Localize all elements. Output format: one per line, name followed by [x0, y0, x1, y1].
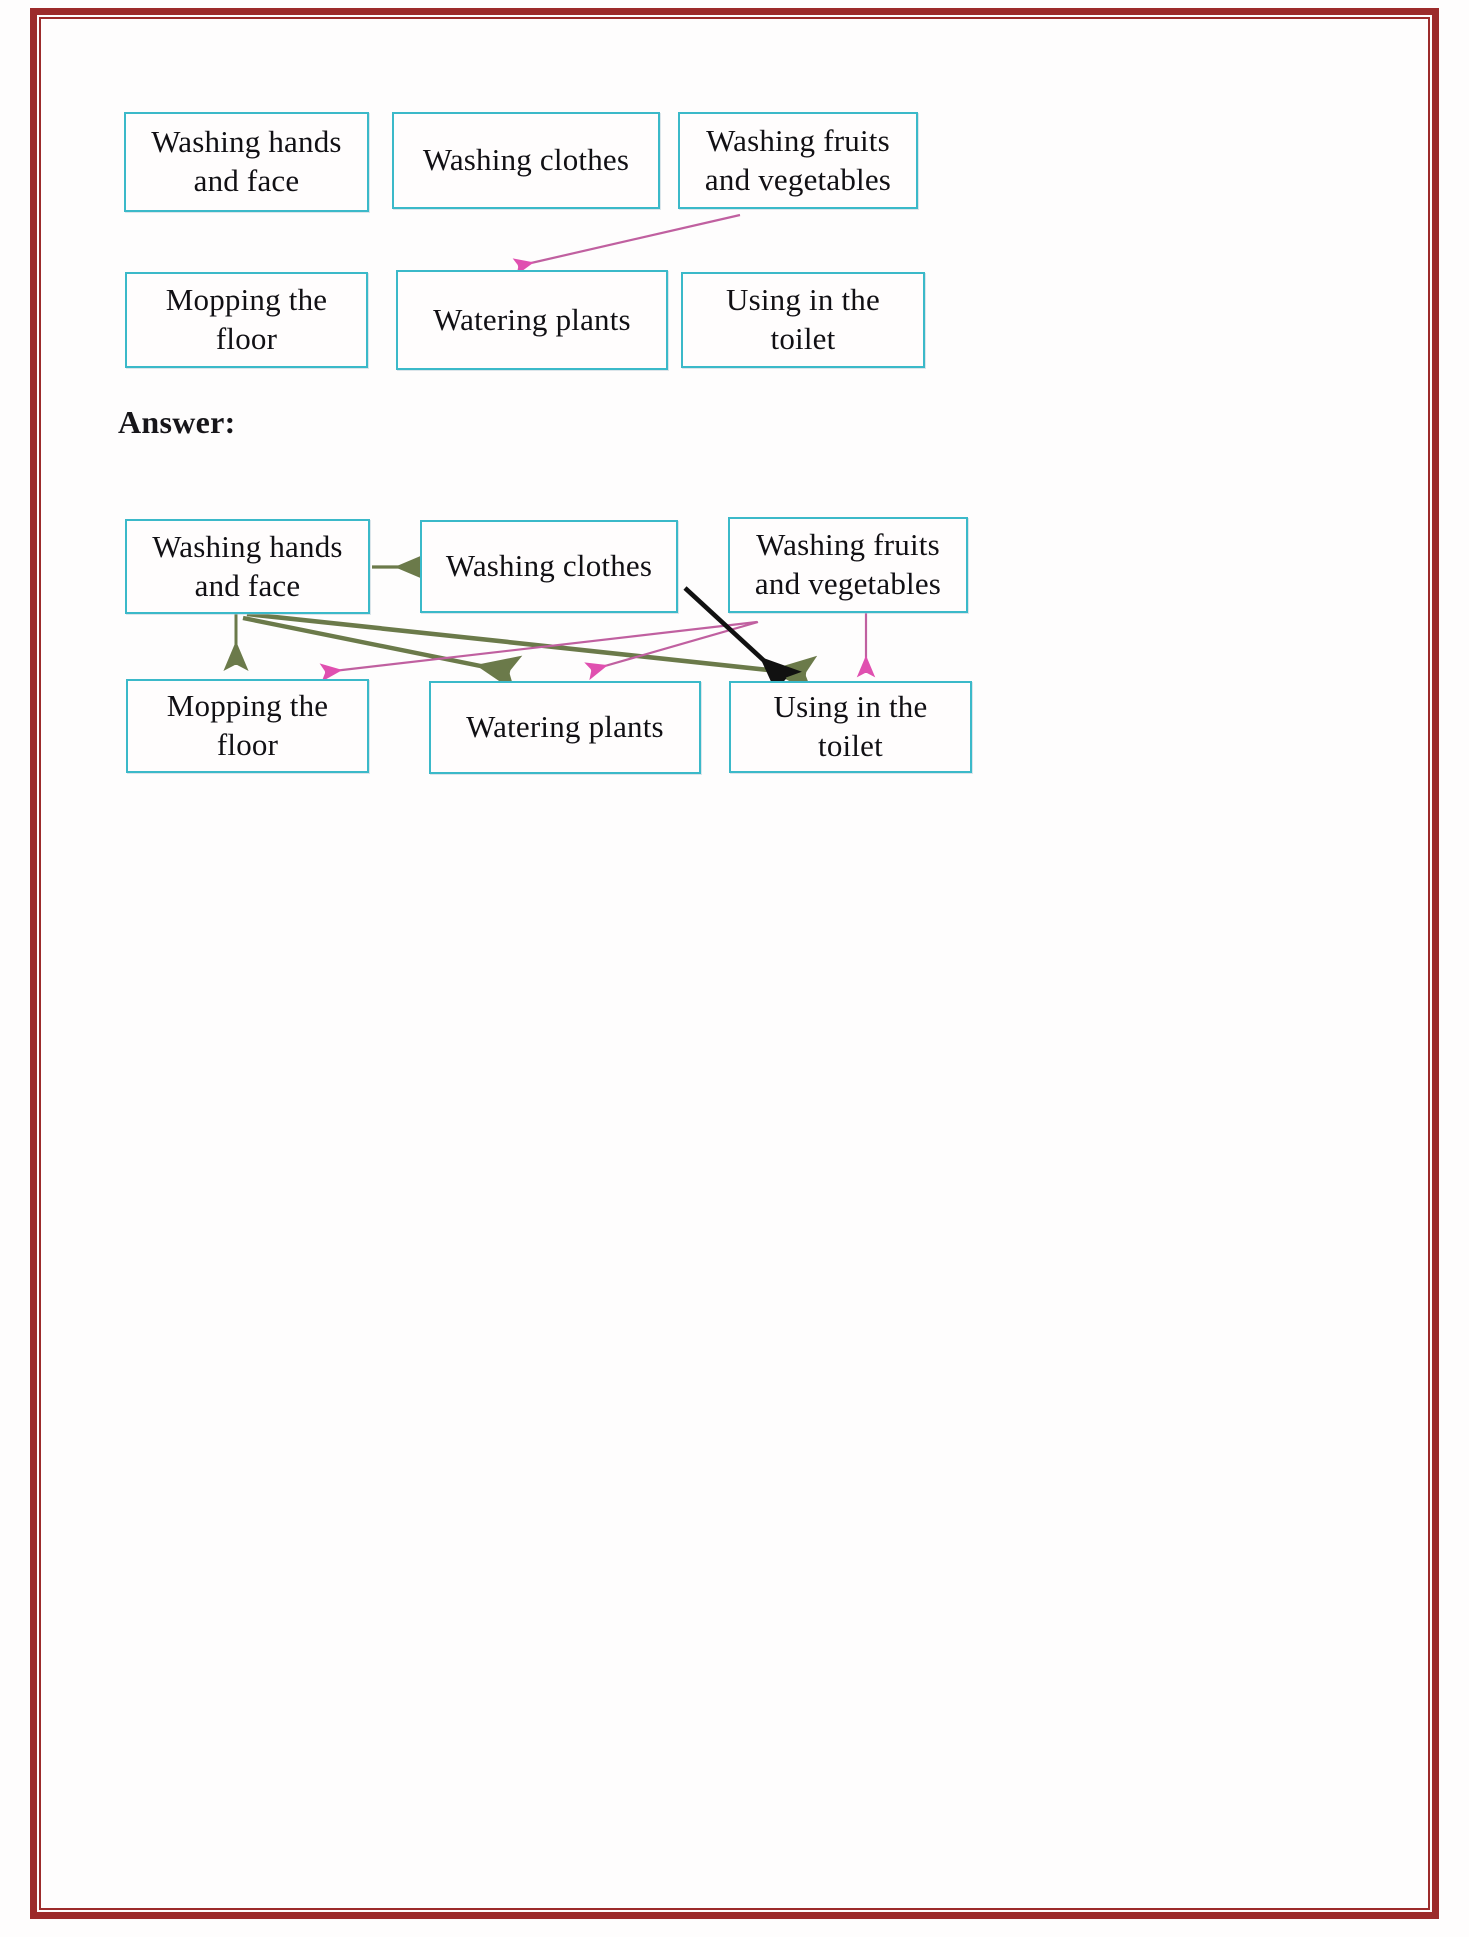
answer-box-mopping-the-floor[interactable]: Mopping the floor [126, 679, 369, 773]
box-label: Washing hands and face [140, 528, 354, 606]
box-label-line1: Mopping the [166, 688, 329, 724]
arrow-a-fruits-to-mopping [319, 620, 758, 682]
page-border-outer [30, 8, 1439, 1919]
arrow-a-hands-to-watering [242, 615, 523, 692]
box-label: Mopping the floor [155, 687, 341, 765]
box-label-line2: and face [194, 567, 301, 603]
box-label-line1: Washing fruits [756, 527, 940, 563]
box-label-line2: floor [216, 727, 279, 762]
box-label-line2: floor [215, 321, 278, 356]
page-border-inner [39, 17, 1430, 1910]
box-label-line1: Using in the [726, 282, 880, 318]
box-label-line1: Washing fruits [706, 122, 890, 158]
box-label-line1: Washing hands [151, 124, 342, 160]
box-label-line2: and face [193, 163, 300, 198]
answer-box-using-in-the-toilet[interactable]: Using in the toilet [729, 681, 972, 773]
box-label: Washing hands and face [139, 123, 353, 201]
box-label: Watering plants [421, 301, 643, 340]
box-label-line1: Watering plants [433, 301, 631, 337]
answer-box-washing-fruits-and-vegetables[interactable]: Washing fruits and vegetables [728, 517, 968, 613]
box-label: Washing clothes [411, 141, 641, 180]
box-label-line2: toilet [818, 728, 883, 763]
box-label-line1: Washing clothes [445, 548, 653, 584]
answer-box-watering-plants[interactable]: Watering plants [429, 681, 701, 774]
box-label: Watering plants [454, 708, 676, 747]
box-label-line2: and vegetables [704, 161, 892, 197]
box-label-line1: Washing clothes [422, 142, 630, 178]
box-washing-fruits-and-vegetables[interactable]: Washing fruits and vegetables [678, 112, 918, 209]
box-watering-plants[interactable]: Watering plants [396, 270, 668, 370]
box-label-line1: Using in the [773, 689, 928, 725]
box-label: Using in the toilet [762, 688, 940, 766]
box-label: Washing fruits and vegetables [743, 526, 953, 604]
box-label: Mopping the floor [154, 281, 340, 359]
answer-box-washing-hands-and-face[interactable]: Washing hands and face [125, 519, 370, 614]
box-using-in-the-toilet[interactable]: Using in the toilet [681, 272, 925, 368]
box-label: Washing fruits and vegetables [693, 122, 903, 200]
arrow-a-fruits-to-watering [584, 620, 759, 681]
box-label-line1: Mopping the [165, 282, 328, 318]
box-washing-clothes[interactable]: Washing clothes [392, 112, 660, 209]
answer-box-washing-clothes[interactable]: Washing clothes [420, 520, 678, 613]
arrow-a-hands-to-toilet [246, 611, 818, 695]
answer-heading: Answer: [118, 404, 236, 440]
box-label-line2: and vegetables [754, 566, 942, 601]
box-washing-hands-and-face[interactable]: Washing hands and face [124, 112, 369, 212]
box-label: Using in the toilet [714, 281, 892, 359]
box-label-line1: Watering plants [466, 709, 664, 745]
box-label-line2: toilet [770, 321, 836, 356]
box-mopping-the-floor[interactable]: Mopping the floor [125, 272, 368, 368]
box-label: Washing clothes [434, 547, 664, 586]
box-label-line1: Washing hands [152, 528, 343, 564]
